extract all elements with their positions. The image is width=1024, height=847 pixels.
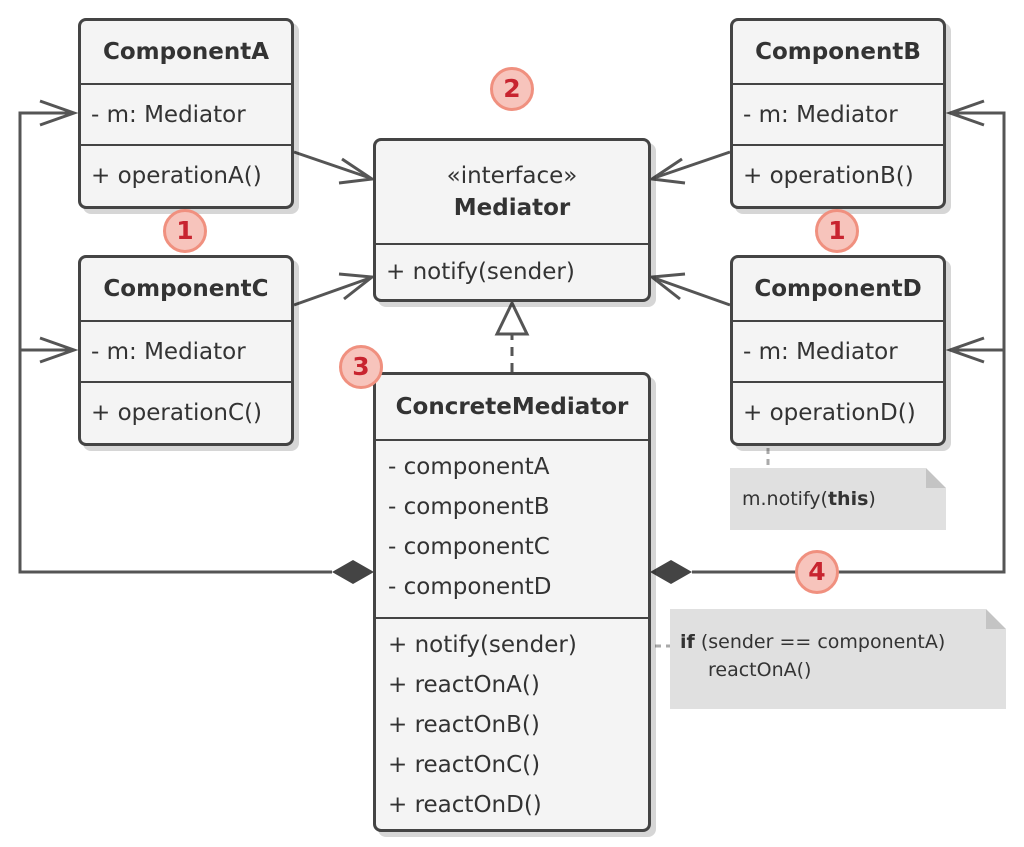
component-c-method: + operationC() <box>81 381 291 443</box>
component-d-field: - m: Mediator <box>733 320 943 381</box>
composition-diamond-left <box>332 560 374 584</box>
arrowhead-componentD-field <box>945 336 985 364</box>
association-b-to-mediator <box>653 150 731 180</box>
concrete-method-react-on-d: + reactOnD() <box>388 792 542 818</box>
badge-four: 4 <box>795 550 839 594</box>
component-a-box: ComponentA - m: Mediator + operationA() <box>78 18 294 209</box>
component-b-box: ComponentB - m: Mediator + operationB() <box>730 18 946 209</box>
right-composition-line <box>692 111 1006 574</box>
concrete-mediator-box: ConcreteMediator - componentA - componen… <box>373 372 651 832</box>
badge-one-right: 1 <box>815 209 859 253</box>
component-d-box: ComponentD - m: Mediator + operationD() <box>730 255 946 446</box>
badge-two: 2 <box>490 67 534 111</box>
component-b-field: - m: Mediator <box>733 83 943 144</box>
badge-three: 3 <box>339 345 383 389</box>
notify-keyword: this <box>827 488 869 510</box>
mediator-stereotype: «interface» <box>446 163 578 189</box>
arrowhead-componentA-field <box>39 99 79 127</box>
component-b-title: ComponentB <box>755 39 921 65</box>
concrete-mediator-fields: - componentA - componentB - componentC -… <box>376 439 648 617</box>
notify-prefix: m.notify( <box>742 488 828 510</box>
if-condition: (sender == componentA) <box>694 631 946 653</box>
concrete-method-notify: + notify(sender) <box>388 632 577 658</box>
mediator-name: Mediator <box>453 195 571 221</box>
arrowhead-componentB-field <box>945 99 985 127</box>
association-a-to-mediator <box>293 150 371 180</box>
notify-logic-note: if (sender == componentA) reactOnA() <box>670 609 1006 709</box>
component-a-field: - m: Mediator <box>81 83 291 144</box>
association-c-to-mediator <box>293 276 371 307</box>
concrete-method-react-on-c: + reactOnC() <box>388 752 541 778</box>
badge-one-left: 1 <box>163 209 207 253</box>
component-c-title: ComponentC <box>103 276 269 302</box>
realization-triangle <box>494 299 530 336</box>
component-a-title: ComponentA <box>102 39 270 65</box>
arrowhead-b-to-mediator <box>647 157 686 185</box>
component-c-box: ComponentC - m: Mediator + operationC() <box>78 255 294 446</box>
notify-suffix: ) <box>868 488 876 510</box>
component-c-field: - m: Mediator <box>81 320 291 381</box>
concrete-field-component-a: - componentA <box>388 454 550 480</box>
concrete-field-component-b: - componentB <box>388 494 550 520</box>
if-body-line: reactOnA() <box>708 659 812 681</box>
arrowhead-componentC-field <box>39 336 79 364</box>
mediator-method: + notify(sender) <box>376 243 648 299</box>
concrete-field-component-c: - componentC <box>388 534 550 560</box>
concrete-method-react-on-b: + reactOnB() <box>388 712 540 738</box>
component-d-method: + operationD() <box>733 381 943 443</box>
left-composition-line <box>18 111 332 574</box>
composition-diamond-right <box>650 560 692 584</box>
concrete-mediator-methods: + notify(sender) + reactOnA() + reactOnB… <box>376 617 648 829</box>
arrowhead-a-to-mediator <box>338 157 377 185</box>
concrete-method-react-on-a: + reactOnA() <box>388 672 540 698</box>
component-a-method: + operationA() <box>81 144 291 206</box>
concrete-field-component-d: - componentD <box>388 574 552 600</box>
component-d-title: ComponentD <box>754 276 922 302</box>
concrete-mediator-title: ConcreteMediator <box>395 394 629 420</box>
notify-call-note: m.notify(this) <box>730 468 946 530</box>
association-d-to-mediator <box>653 276 731 307</box>
component-b-method: + operationB() <box>733 144 943 206</box>
arrowhead-d-to-mediator <box>648 272 686 301</box>
if-keyword: if <box>680 631 695 653</box>
if-condition-line: if (sender == componentA) <box>680 631 1006 653</box>
mediator-interface-box: «interface» Mediator + notify(sender) <box>373 138 651 302</box>
mediator-header: «interface» Mediator <box>376 141 648 243</box>
notify-call-text: m.notify(this) <box>742 488 946 510</box>
arrowhead-c-to-mediator <box>338 272 376 301</box>
